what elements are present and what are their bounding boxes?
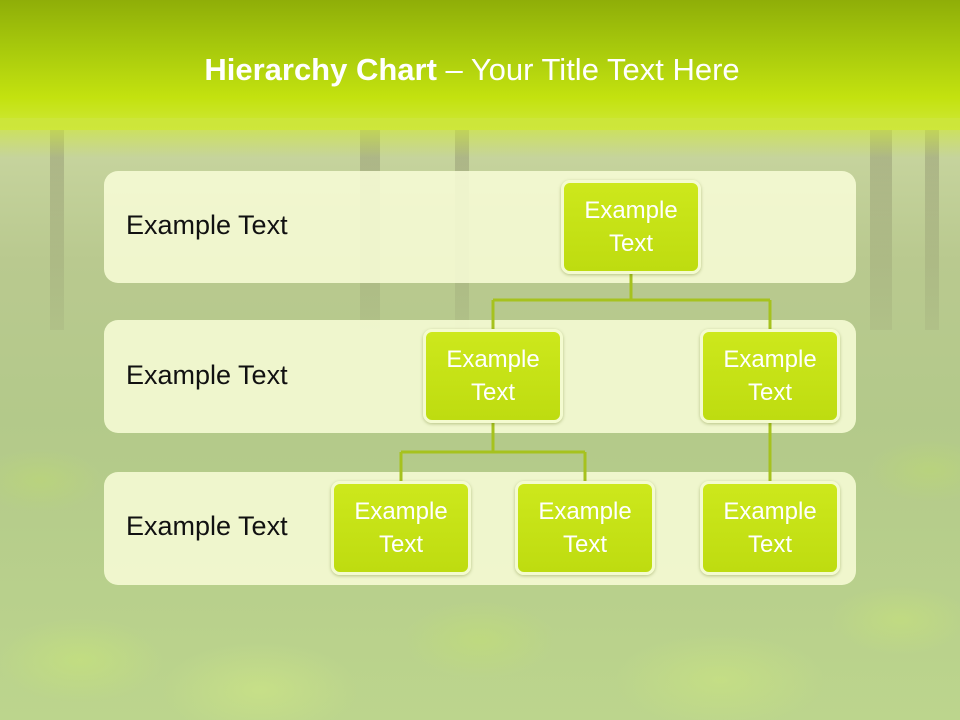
node-level2-left[interactable]: Example Text xyxy=(423,329,563,423)
node-level3-b[interactable]: Example Text xyxy=(515,481,655,575)
node-level3-c[interactable]: Example Text xyxy=(700,481,840,575)
node-root[interactable]: Example Text xyxy=(561,180,701,274)
title-bold: Hierarchy Chart xyxy=(204,52,437,87)
node-level3-c-label: Example Text xyxy=(723,498,817,558)
level-band-1 xyxy=(104,171,856,283)
node-level3-a[interactable]: Example Text xyxy=(331,481,471,575)
title-bar xyxy=(0,0,960,130)
node-root-label: Example Text xyxy=(584,197,678,257)
level-label-1: Example Text xyxy=(126,210,288,240)
tree-trunk xyxy=(50,130,64,330)
connector-root-to-level2 xyxy=(491,274,772,330)
node-level2-right[interactable]: Example Text xyxy=(700,329,840,423)
title-bar-fade xyxy=(0,118,960,158)
tree-trunk xyxy=(870,130,892,330)
level-label-2: Example Text xyxy=(126,360,288,390)
node-level2-right-label: Example Text xyxy=(723,346,817,406)
title-rest: – Your Title Text Here xyxy=(436,52,740,87)
slide-title: Hierarchy Chart – Your Title Text Here xyxy=(0,52,944,88)
node-level3-b-label: Example Text xyxy=(538,498,632,558)
node-level3-a-label: Example Text xyxy=(354,498,448,558)
level-label-3: Example Text xyxy=(126,511,288,541)
tree-trunk xyxy=(925,130,939,330)
connector-left-to-level3 xyxy=(399,421,587,482)
node-level2-left-label: Example Text xyxy=(446,346,540,406)
